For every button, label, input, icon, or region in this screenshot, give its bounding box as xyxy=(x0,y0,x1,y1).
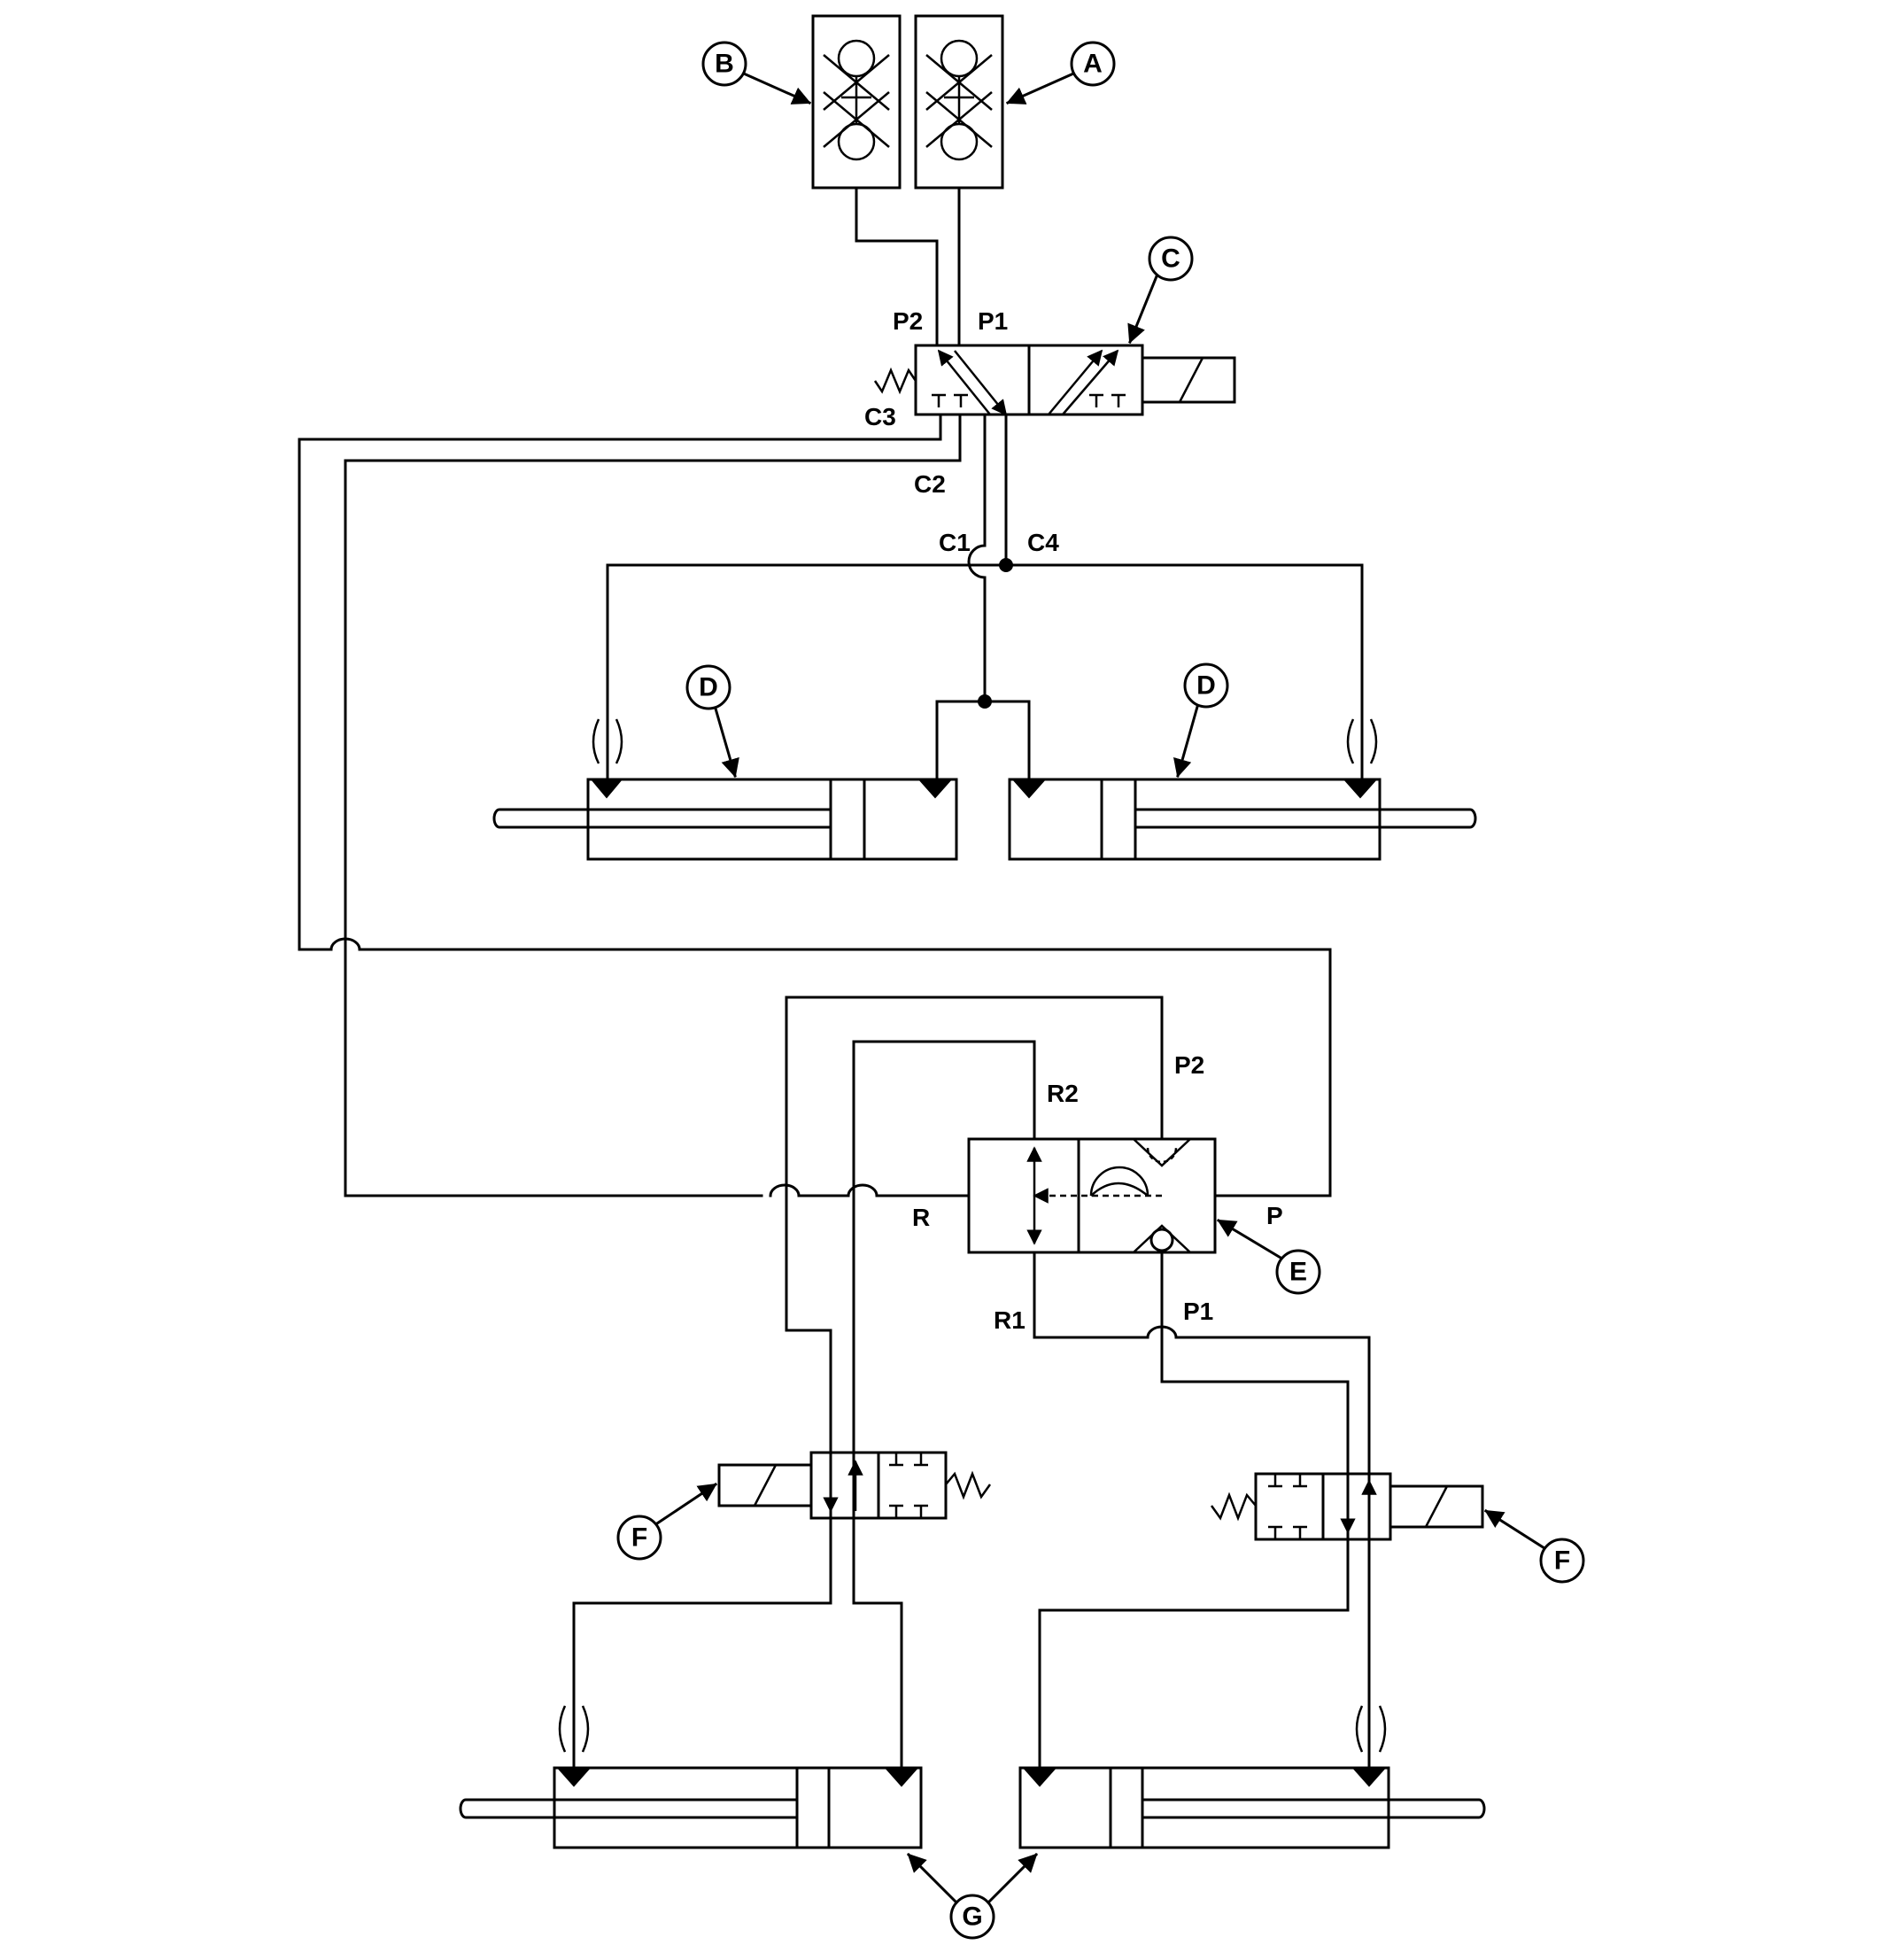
callout-d-right: D xyxy=(1173,663,1229,779)
callout-f-left: F xyxy=(616,1482,718,1561)
label-r1: R1 xyxy=(994,1306,1026,1334)
line-r2-loop xyxy=(852,1040,1036,1770)
line-c4-header xyxy=(606,563,1364,781)
junction-c4 xyxy=(999,558,1013,572)
svg-text:C: C xyxy=(1161,244,1180,274)
spring-icon xyxy=(873,367,917,395)
line-c3-to-p xyxy=(298,937,1332,1197)
cylinder-d-right xyxy=(1008,718,1477,861)
callout-b: B xyxy=(701,41,811,105)
line-c1 xyxy=(967,413,987,703)
directional-valve-c xyxy=(873,344,1236,416)
line-c2 xyxy=(344,413,962,1197)
callout-g: G xyxy=(906,1852,1039,1940)
svg-text:B: B xyxy=(715,50,734,79)
label-p2-top: P2 xyxy=(893,307,923,335)
solenoid-valve-f-left xyxy=(717,1451,992,1520)
line-c3 xyxy=(298,413,942,951)
svg-text:D: D xyxy=(1196,671,1216,701)
svg-text:D: D xyxy=(699,673,718,702)
line-p1 xyxy=(1038,1251,1350,1770)
svg-text:G: G xyxy=(962,1902,982,1932)
svg-text:E: E xyxy=(1289,1258,1307,1287)
label-p1-mid: P1 xyxy=(1183,1298,1213,1325)
label-p2-mid: P2 xyxy=(1174,1051,1204,1079)
line-r-out xyxy=(769,1183,971,1197)
svg-text:F: F xyxy=(631,1523,647,1553)
callout-e: E xyxy=(1216,1218,1321,1295)
cylinder-d-left xyxy=(492,718,958,861)
cylinder-g-left xyxy=(459,1705,923,1849)
callout-d-left: D xyxy=(685,664,739,779)
callout-f-right: F xyxy=(1483,1508,1585,1584)
label-c1: C1 xyxy=(939,529,971,556)
svg-text:F: F xyxy=(1554,1546,1570,1576)
line-c1-header xyxy=(935,700,1031,781)
pressure-switch-b xyxy=(811,14,902,190)
svg-text:A: A xyxy=(1083,50,1103,79)
pressure-switch-a xyxy=(914,14,1004,190)
callout-c: C xyxy=(1127,236,1194,344)
junction-c1 xyxy=(978,694,992,709)
label-c2: C2 xyxy=(914,470,946,498)
line-p2-loop xyxy=(572,996,1164,1770)
label-c3: C3 xyxy=(864,403,896,430)
shuttle-valve-e xyxy=(967,1137,1217,1254)
line-b-to-p2 xyxy=(855,186,939,347)
solenoid-valve-f-right xyxy=(1210,1472,1484,1541)
label-p: P xyxy=(1266,1202,1283,1229)
cylinder-g-right xyxy=(1018,1705,1486,1849)
label-c4: C4 xyxy=(1027,529,1059,556)
label-r: R xyxy=(912,1204,930,1231)
label-r2: R2 xyxy=(1047,1080,1079,1107)
label-p1-top: P1 xyxy=(978,307,1008,335)
callout-a: A xyxy=(1006,41,1116,105)
